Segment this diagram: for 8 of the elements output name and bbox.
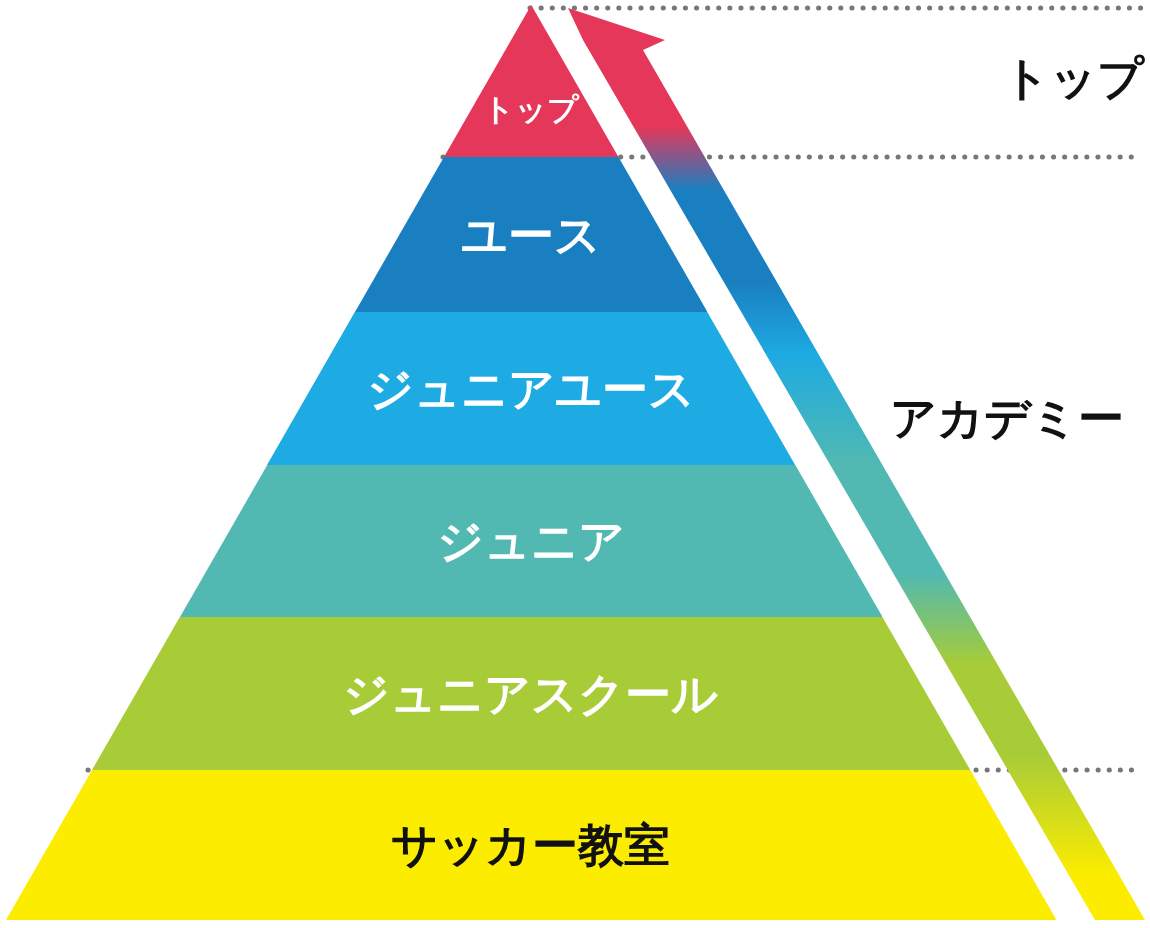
tier-label: サッカー教室 (390, 817, 672, 874)
level-label: トップ (1003, 50, 1144, 107)
tier-label: ジュニアユース (366, 360, 696, 418)
tier-label: ジュニアスクール (342, 665, 720, 723)
tier-label: ユース (460, 206, 602, 264)
tier-label: ジュニア (436, 513, 626, 570)
tier-label: トップ (482, 90, 581, 129)
level-label: アカデミー (890, 390, 1124, 447)
